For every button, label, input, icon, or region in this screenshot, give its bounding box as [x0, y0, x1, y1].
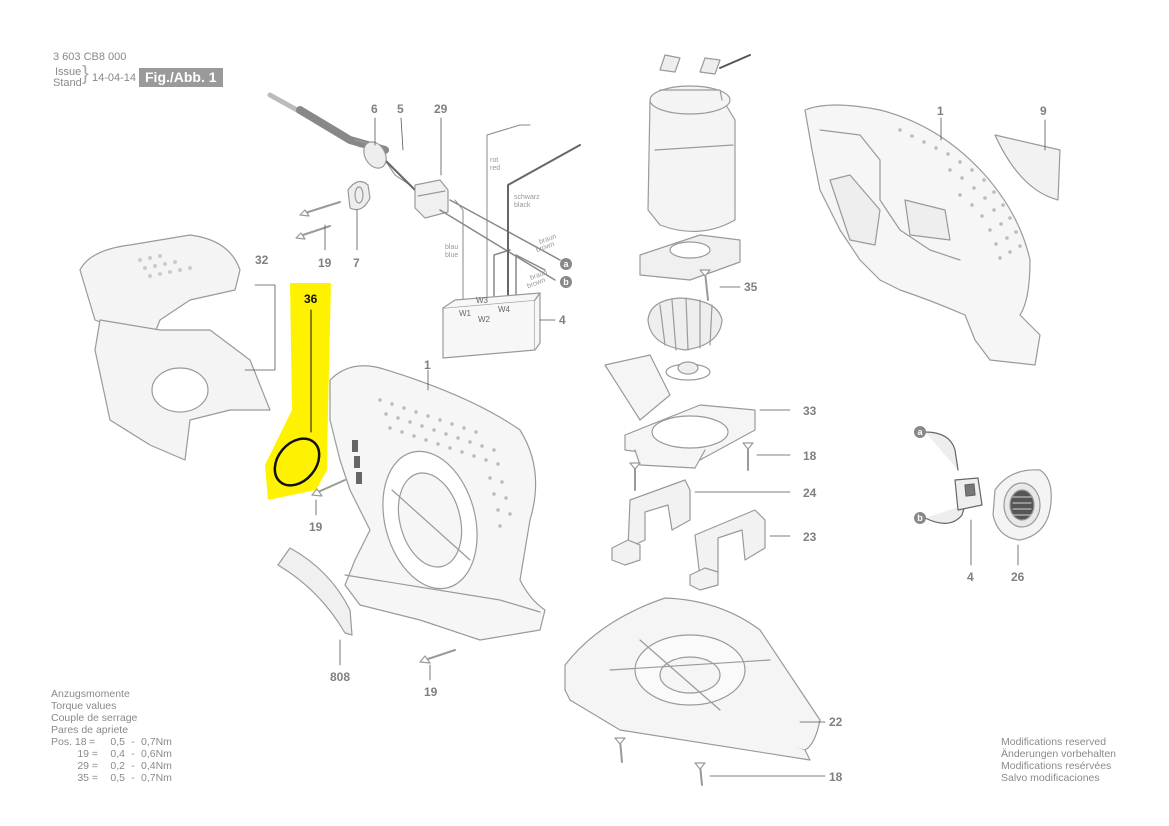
wire-label-rot: rot [490, 157, 499, 164]
terminal-w4: W4 [498, 305, 510, 314]
power-cable [267, 92, 431, 191]
callout-4-detail: 4 [967, 570, 974, 584]
motor-terminals [659, 54, 751, 75]
callout-29: 29 [434, 102, 448, 116]
modifications-fr: Modifications resérvées [1001, 760, 1112, 772]
brace-icon: } [82, 63, 89, 85]
connector-b-icon: b [560, 276, 572, 288]
issue-label: Issue [55, 66, 82, 78]
callout-33: 33 [803, 404, 817, 418]
callout-18-mid: 18 [803, 449, 817, 463]
callout-18-bottom: 18 [829, 770, 843, 784]
callout-22: 22 [829, 715, 843, 729]
terminal-w1: W1 [459, 309, 471, 318]
callout-4-switch: 4 [559, 313, 566, 327]
part-33-base [604, 354, 756, 469]
part-36-highlight [265, 283, 331, 500]
modifications-de: Änderungen vorbehalten [1001, 748, 1117, 760]
switch-wiring [439, 124, 581, 301]
torque-row: 19=0,4-0,6Nm [77, 748, 172, 760]
knob-26 [992, 469, 1052, 541]
issue-date: 14-04-14 [92, 72, 137, 84]
terminal-w3: W3 [476, 296, 488, 305]
torque-title-es: Pares de apriete [51, 724, 129, 736]
wire-label-blau: blau [445, 244, 459, 251]
screws-19-top [295, 201, 341, 240]
fan-base [639, 234, 741, 281]
callout-808: 808 [330, 670, 351, 684]
cable-grommet-6 [363, 141, 387, 169]
callout-9: 9 [1040, 104, 1047, 118]
callout-32: 32 [255, 253, 269, 267]
callout-5: 5 [397, 102, 404, 116]
torque-title-en: Torque values [51, 700, 117, 712]
callout-6: 6 [371, 102, 378, 116]
torque-title-de: Anzugsmomente [51, 688, 130, 700]
motor [647, 85, 736, 233]
callout-26: 26 [1011, 570, 1025, 584]
torque-row: Pos. 18=0,5-0,7Nm [51, 736, 172, 748]
cable-clamp-7 [347, 180, 371, 211]
screw-18-mid [629, 442, 754, 491]
terminal-29 [414, 179, 449, 219]
callout-23: 23 [803, 530, 817, 544]
wire-label-blue: blue [445, 252, 459, 259]
callout-19-mid: 19 [309, 520, 323, 534]
figure-badge: Fig./Abb. 1 [139, 68, 223, 87]
callout-7: 7 [353, 256, 360, 270]
terminal-w2: W2 [478, 315, 490, 324]
housing-1-center [329, 365, 546, 641]
platen-22 [564, 597, 821, 761]
part-23-clip [689, 509, 766, 591]
callout-24: 24 [803, 486, 817, 500]
part-9 [994, 134, 1061, 201]
modifications-es: Salvo modificaciones [1001, 772, 1100, 784]
screw-19-bottom [419, 649, 456, 664]
connector-a-detail-icon: a [914, 426, 926, 438]
connector-a-icon: a [560, 258, 572, 270]
screws-18-bottom [614, 737, 706, 786]
callout-36: 36 [304, 292, 318, 306]
switch-4-box [442, 292, 541, 359]
modifications-en: Modifications reserved [1001, 736, 1107, 748]
screw-35 [699, 269, 711, 301]
stand-label: Stand [53, 77, 82, 89]
wire-label-schwarz: schwarz [514, 194, 540, 201]
label-808 [277, 547, 353, 636]
callout-1-center: 1 [424, 358, 431, 372]
part-32-cover [79, 234, 271, 461]
connector-b-detail-icon: b [914, 512, 926, 524]
wire-label-black: black [514, 202, 531, 209]
torque-row: 29=0,2-0,4Nm [77, 760, 172, 772]
torque-row: 35=0,5-0,7Nm [77, 772, 172, 784]
housing-1-right [804, 104, 1041, 366]
fan [647, 297, 723, 381]
switch-wiring-detail [924, 431, 983, 524]
screw-19-mid [311, 479, 346, 497]
callout-19-top: 19 [318, 256, 332, 270]
callout-19-bottom: 19 [424, 685, 438, 699]
wire-label-red: red [490, 165, 501, 172]
part-number: 3 603 CB8 000 [53, 51, 127, 63]
torque-title-fr: Couple de serrage [51, 712, 138, 724]
callout-35: 35 [744, 280, 758, 294]
callout-1-right: 1 [937, 104, 944, 118]
part-24-clip [611, 479, 691, 566]
